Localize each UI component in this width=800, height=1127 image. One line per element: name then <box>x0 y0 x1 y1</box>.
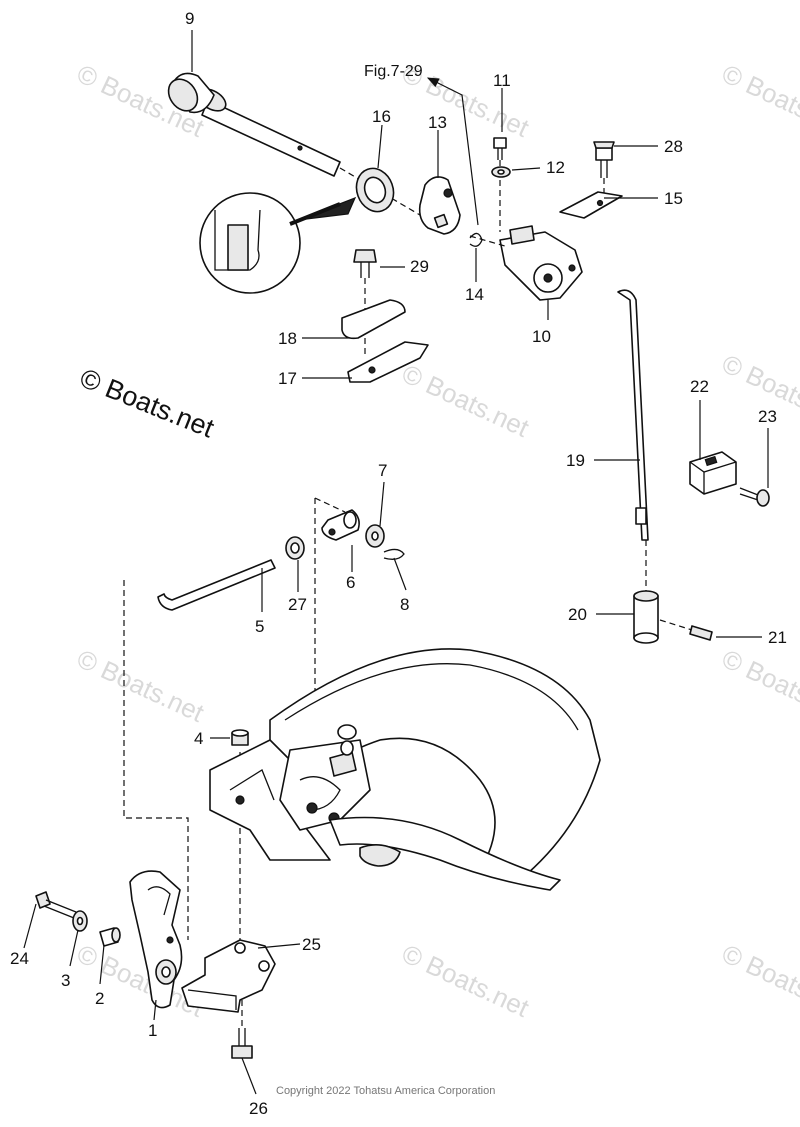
part-6-joint <box>321 509 360 541</box>
callout-25: 25 <box>302 935 321 954</box>
figure-reference: Fig.7-29 <box>364 63 479 226</box>
callout-26: 26 <box>249 1099 268 1118</box>
callout-labels: 9 16 13 11 12 28 15 29 14 10 18 17 22 23… <box>10 9 787 1118</box>
part-28-bolt <box>593 141 615 196</box>
part-15-plate <box>559 191 623 219</box>
callout-21: 21 <box>768 628 787 647</box>
part-16-oil-seal <box>355 167 395 213</box>
figure-reference-label: Fig.7-29 <box>364 63 423 80</box>
part-7-washer <box>365 524 385 548</box>
part-19-shift-rod <box>617 289 649 595</box>
callout-19: 19 <box>566 451 585 470</box>
detail-inset <box>199 192 357 294</box>
callout-2: 2 <box>95 989 104 1008</box>
callout-9: 9 <box>185 9 194 28</box>
callout-28: 28 <box>664 137 683 156</box>
callout-1: 1 <box>148 1021 157 1040</box>
callout-6: 6 <box>346 573 355 592</box>
callout-18: 18 <box>278 329 297 348</box>
part-20-coupler <box>633 590 659 644</box>
brand-text: © Boats.net <box>76 363 219 444</box>
part-23-screw <box>739 487 770 507</box>
part-26-bolt <box>231 1028 253 1059</box>
part-14-clip <box>469 232 483 247</box>
callout-12: 12 <box>546 158 565 177</box>
watermark: © Boats.net <box>717 938 800 1023</box>
part-22-block <box>689 451 737 495</box>
callout-11: 11 <box>493 71 511 90</box>
part-13-shift-lever <box>418 176 461 235</box>
callout-29: 29 <box>410 257 429 276</box>
part-2-bushing <box>99 927 121 947</box>
callout-3: 3 <box>61 971 70 990</box>
part-1-lever <box>129 870 183 1009</box>
part-11-screw <box>493 137 507 232</box>
part-27-nut <box>285 536 305 560</box>
callout-20: 20 <box>568 605 587 624</box>
part-9-shift-rod <box>167 72 421 216</box>
part-10-shift-bracket <box>469 225 583 301</box>
callout-17: 17 <box>278 369 297 388</box>
watermark: © Boats.net <box>397 938 534 1023</box>
bracket-assembly <box>209 648 601 891</box>
part-24-bolt <box>35 891 77 919</box>
callout-14: 14 <box>465 285 484 304</box>
part-18-plate <box>341 299 406 340</box>
callout-22: 22 <box>690 377 709 396</box>
part-17-plate <box>347 341 429 383</box>
callout-7: 7 <box>378 461 387 480</box>
callout-27: 27 <box>288 595 307 614</box>
callout-15: 15 <box>664 189 683 208</box>
watermark: © Boats.net <box>717 643 800 728</box>
watermark: © Boats.net <box>72 643 209 728</box>
callout-5: 5 <box>255 617 264 636</box>
part-12-washer <box>491 166 511 178</box>
callout-13: 13 <box>428 113 447 132</box>
part-25-bracket <box>181 939 276 1013</box>
part-8-clip <box>383 548 405 560</box>
callout-leaders <box>23 30 769 1095</box>
callout-4: 4 <box>194 729 203 748</box>
part-29-bolt <box>353 249 377 355</box>
part-21-pin <box>659 619 713 641</box>
callout-23: 23 <box>758 407 777 426</box>
watermark: © Boats.net <box>72 938 209 1023</box>
copyright-text: Copyright 2022 Tohatsu America Corporati… <box>276 1085 495 1097</box>
callout-10: 10 <box>532 327 551 346</box>
callout-8: 8 <box>400 595 409 614</box>
callout-16: 16 <box>372 107 391 126</box>
part-5-rod <box>157 559 276 611</box>
part-4-nut <box>231 729 249 746</box>
watermark: © Boats.net <box>717 58 800 143</box>
watermark: © Boats.net <box>397 358 534 443</box>
part-3-washer <box>72 910 88 932</box>
callout-24: 24 <box>10 949 29 968</box>
